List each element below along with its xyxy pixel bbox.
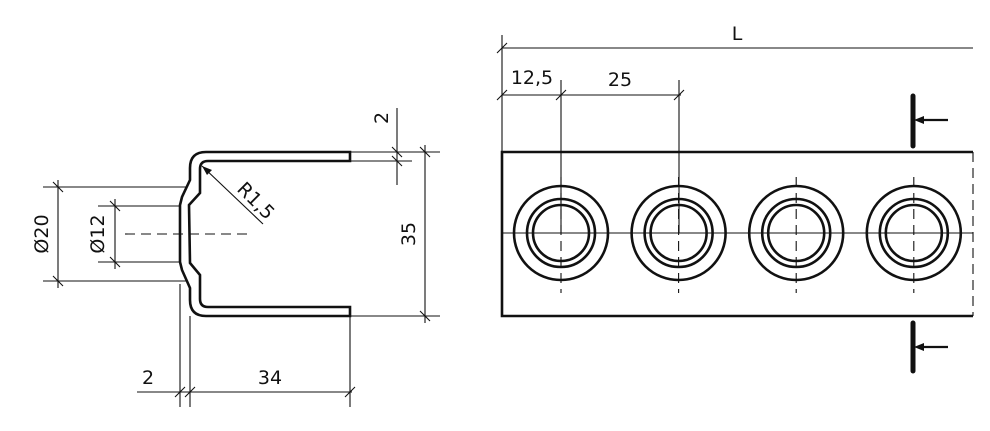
- top-view: L 12,5 25: [496, 23, 974, 374]
- hole: [865, 177, 963, 293]
- hole: [747, 177, 845, 293]
- dim-depth: 34: [258, 367, 282, 389]
- dim-outer-diameter: Ø20: [31, 214, 53, 253]
- plate-outline: [500, 150, 973, 318]
- dim-height: 35: [398, 222, 420, 246]
- section-view: Ø20 Ø12 R1,5 2 35 2 34: [31, 108, 440, 407]
- section-marker-bottom: [910, 320, 948, 374]
- dim-pitch: 25: [608, 69, 632, 91]
- dim-inner-diameter: Ø12: [87, 214, 109, 253]
- section-marker-top: [910, 93, 948, 149]
- dim-wall-thickness-top: 2: [371, 112, 393, 124]
- dim-length: L: [732, 23, 743, 45]
- dim-first-offset: 12,5: [511, 67, 553, 89]
- dim-wall-thickness-bottom: 2: [142, 367, 154, 389]
